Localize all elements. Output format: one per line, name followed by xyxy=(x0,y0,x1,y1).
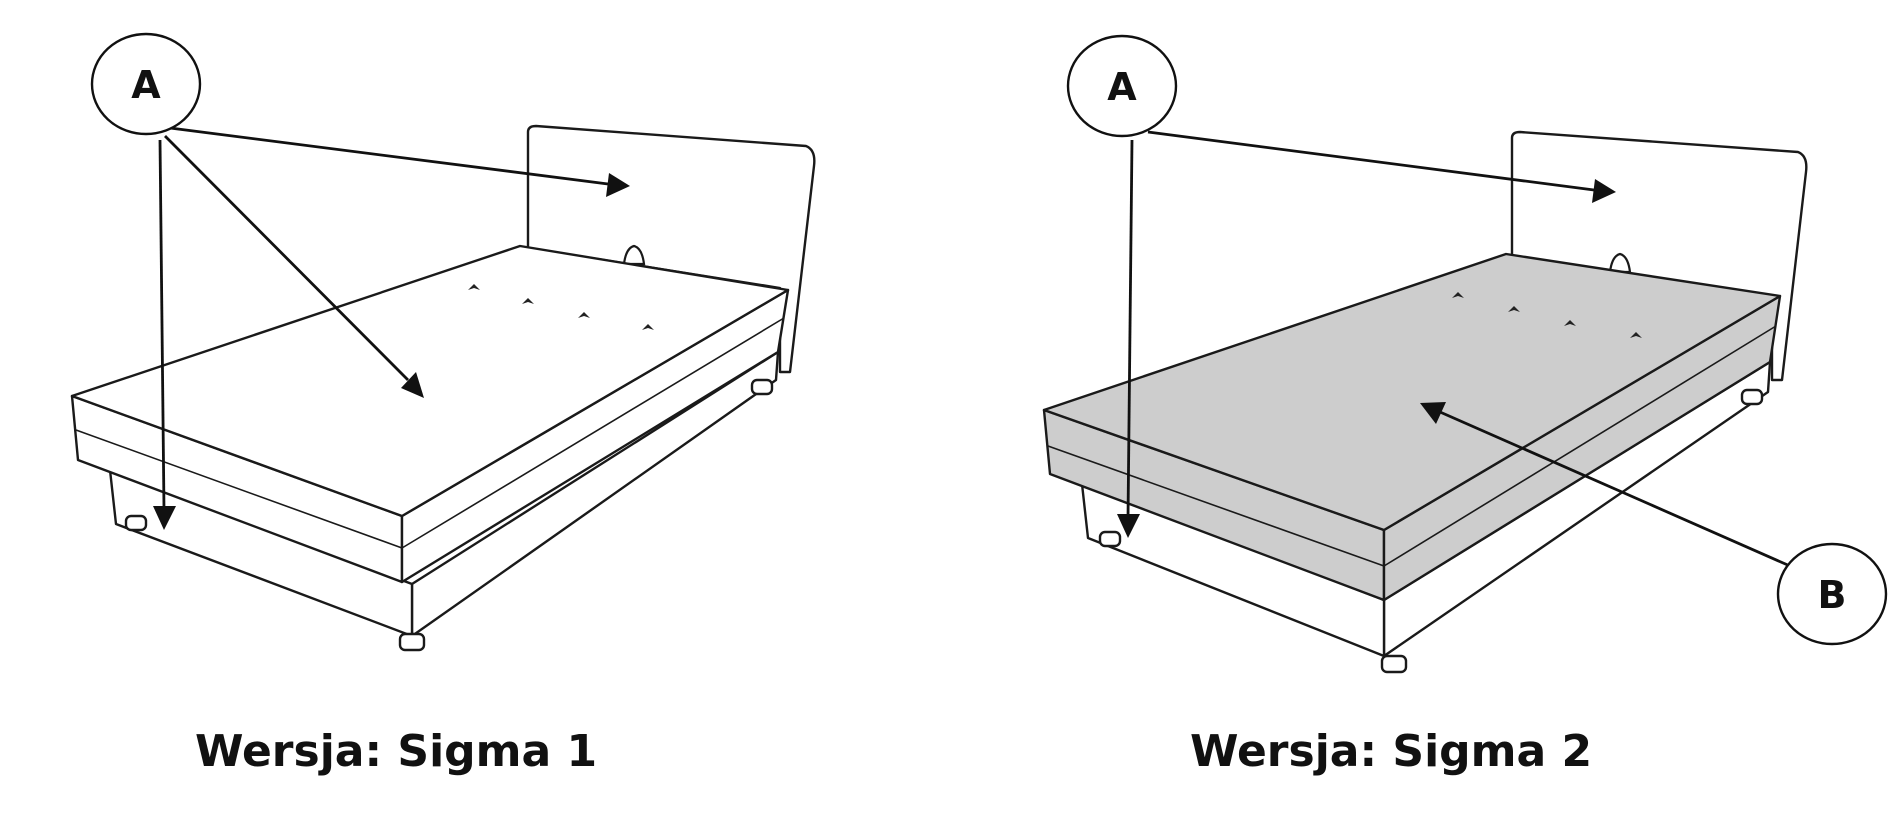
arrow-to-mattress-top xyxy=(1439,410,1791,568)
mattress-seam-side xyxy=(1383,325,1777,567)
callout-a-sigma-1: A xyxy=(90,32,202,136)
mattress-top xyxy=(1042,252,1782,532)
arrow-to-headboard xyxy=(1147,130,1595,192)
mattress-tufts xyxy=(1452,292,1642,338)
bed-leg-back-right xyxy=(1740,388,1764,406)
callout-a-label: A xyxy=(1107,65,1137,109)
bed-leg-front-left xyxy=(1098,530,1122,548)
mattress-seam-side xyxy=(401,317,785,549)
arrows-callout-a-sigma-1 xyxy=(153,126,630,530)
callout-b-label: B xyxy=(1818,573,1847,617)
mattress-seam-front xyxy=(1047,445,1385,567)
bed-illustration-sigma-1 xyxy=(70,124,816,652)
caption-sigma-2: Wersja: Sigma 2 xyxy=(1190,726,1592,777)
headboard-handle xyxy=(622,244,646,266)
headboard-handle xyxy=(1608,252,1632,274)
mattress-tufts xyxy=(468,284,654,330)
arrow-to-base xyxy=(1126,139,1134,519)
bed-illustration-sigma-2 xyxy=(1042,130,1808,674)
bed-leg-front-right xyxy=(398,632,426,652)
headboard xyxy=(526,124,816,374)
arrow-to-base xyxy=(158,139,166,511)
arrow-callout-b-sigma-2 xyxy=(1420,402,1791,568)
callout-a-label: A xyxy=(131,63,161,107)
arrow-to-mattress xyxy=(164,135,409,381)
callout-a-sigma-2: A xyxy=(1066,34,1178,138)
caption-sigma-1: Wersja: Sigma 1 xyxy=(195,726,597,777)
bed-leg-front-left xyxy=(124,514,148,532)
mattress-seam-front xyxy=(75,429,403,549)
bed-leg-back-right xyxy=(750,378,774,396)
bed-leg-front-right xyxy=(1380,654,1408,674)
headboard xyxy=(1510,130,1808,382)
mattress-top xyxy=(70,244,790,518)
arrows-callout-a-sigma-2 xyxy=(1117,130,1616,538)
arrow-to-headboard xyxy=(169,126,609,186)
panel-sigma-1: A Wersja: Sigma 1 xyxy=(70,32,816,777)
callout-b-sigma-2: B xyxy=(1776,542,1888,646)
panel-sigma-2: A B Wersja: Sigma 2 xyxy=(1042,34,1888,777)
